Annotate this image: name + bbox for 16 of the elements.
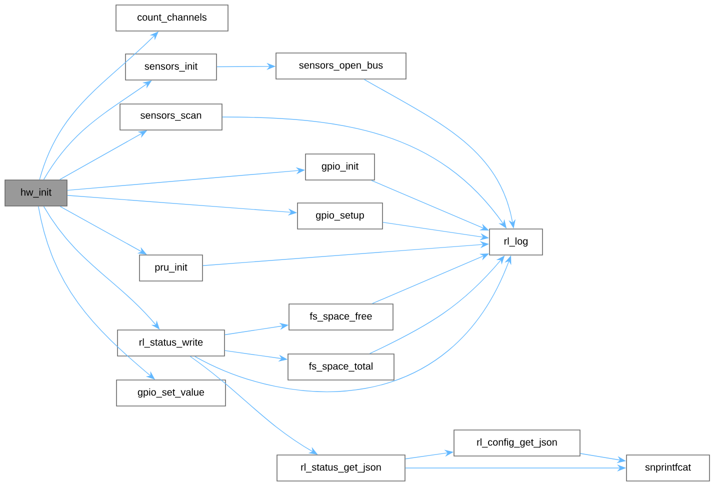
function-box: rl_config_get_json bbox=[454, 430, 580, 456]
function-box: snprintfcat bbox=[626, 454, 710, 482]
function-box: sensors_init bbox=[125, 54, 217, 80]
function-box: sensors_scan bbox=[120, 104, 222, 130]
function-box: hw_init bbox=[4, 180, 68, 206]
function-box: rl_status_get_json bbox=[276, 454, 406, 482]
function-box: rl_status_write bbox=[117, 330, 225, 356]
function-box: count_channels bbox=[116, 4, 228, 32]
function-box: fs_space_free bbox=[288, 304, 394, 330]
function-box: rl_log bbox=[489, 228, 543, 256]
function-box: gpio_init bbox=[305, 154, 375, 180]
function-box: gpio_setup bbox=[297, 202, 383, 230]
function-box: gpio_set_value bbox=[116, 380, 226, 406]
function-box: sensors_open_bus bbox=[276, 52, 406, 80]
function-box: pru_init bbox=[139, 254, 203, 282]
function-box: fs_space_total bbox=[288, 354, 394, 380]
